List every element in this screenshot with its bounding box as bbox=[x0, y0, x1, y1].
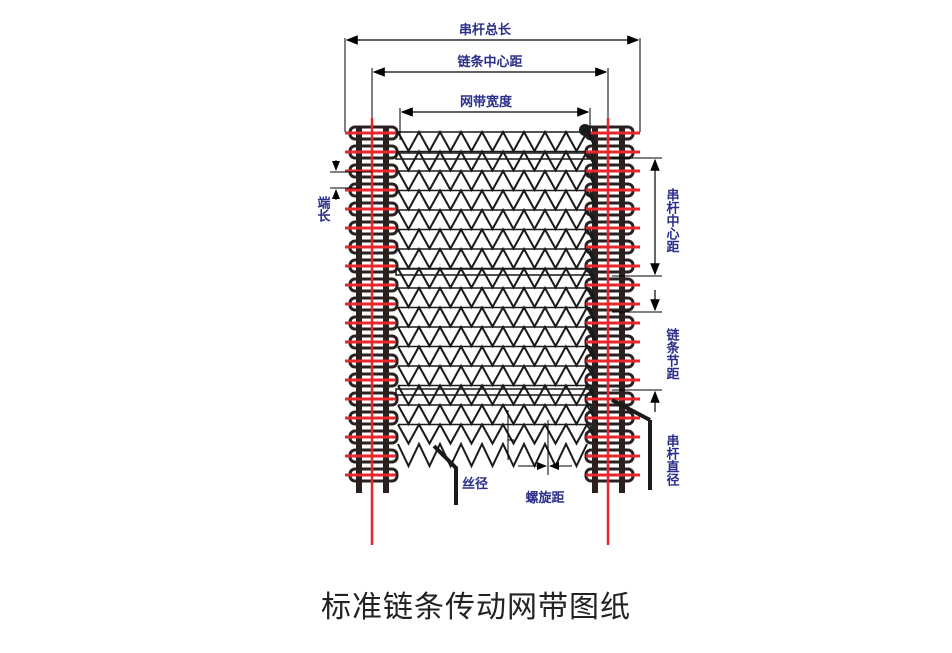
mesh-row bbox=[397, 363, 599, 388]
mesh-row bbox=[397, 207, 599, 232]
mesh-rod-band bbox=[395, 268, 593, 276]
mesh-row bbox=[397, 324, 599, 349]
mesh-row bbox=[397, 168, 599, 193]
mesh-row bbox=[397, 422, 599, 446]
mesh-row bbox=[397, 266, 599, 290]
dim-spiral-pitch: 螺旋距 bbox=[507, 410, 572, 506]
label-chain-center-distance: 链条中心距 bbox=[456, 54, 522, 70]
label-spiral-pitch: 螺旋距 bbox=[525, 490, 564, 506]
dim-chain-center-distance: 链条中心距 bbox=[371, 54, 609, 118]
mesh-row bbox=[397, 305, 599, 329]
mesh-row bbox=[397, 129, 599, 154]
mesh-row bbox=[397, 188, 599, 212]
dim-belt-width: 网带宽度 bbox=[399, 94, 591, 140]
dim-rod-diameter: 串杆直径 bbox=[611, 398, 680, 490]
spiral-mesh bbox=[395, 129, 599, 469]
label-belt-width: 网带宽度 bbox=[460, 94, 513, 110]
label-rod-diameter: 串杆直径 bbox=[664, 433, 680, 487]
left-chain bbox=[348, 125, 399, 493]
mesh-row bbox=[397, 441, 588, 469]
mesh-rod-band bbox=[395, 152, 593, 160]
mesh-row bbox=[397, 402, 599, 427]
dim-end-length: 端长 bbox=[315, 160, 372, 223]
mesh-row bbox=[397, 285, 599, 310]
dim-rod-center-distance: 串杆中心距 bbox=[612, 157, 680, 277]
mesh-rod-band bbox=[395, 388, 593, 396]
cross-rods bbox=[345, 131, 640, 477]
dim-chain-pitch: 链条节距 bbox=[612, 290, 680, 412]
dim-rod-total-length: 串杆总长 bbox=[344, 22, 641, 132]
label-chain-pitch: 链条节距 bbox=[664, 327, 681, 380]
label-rod-center-distance: 串杆中心距 bbox=[664, 187, 680, 253]
belt-drawing: 串杆总长 链条中心距 网带宽度 串杆中心距 链条节距 串杆直径 bbox=[315, 22, 680, 545]
label-rod-total-length: 串杆总长 bbox=[459, 22, 512, 38]
mesh-row bbox=[397, 149, 599, 173]
mesh-row bbox=[397, 246, 599, 271]
mesh-row bbox=[397, 227, 599, 251]
dim-wire-diameter: 丝径 bbox=[432, 444, 488, 505]
mesh-row bbox=[397, 344, 599, 368]
label-wire-diameter: 丝径 bbox=[462, 476, 488, 492]
label-end-length: 端长 bbox=[315, 195, 331, 223]
page-title: 标准链条传动网带图纸 bbox=[321, 590, 631, 625]
